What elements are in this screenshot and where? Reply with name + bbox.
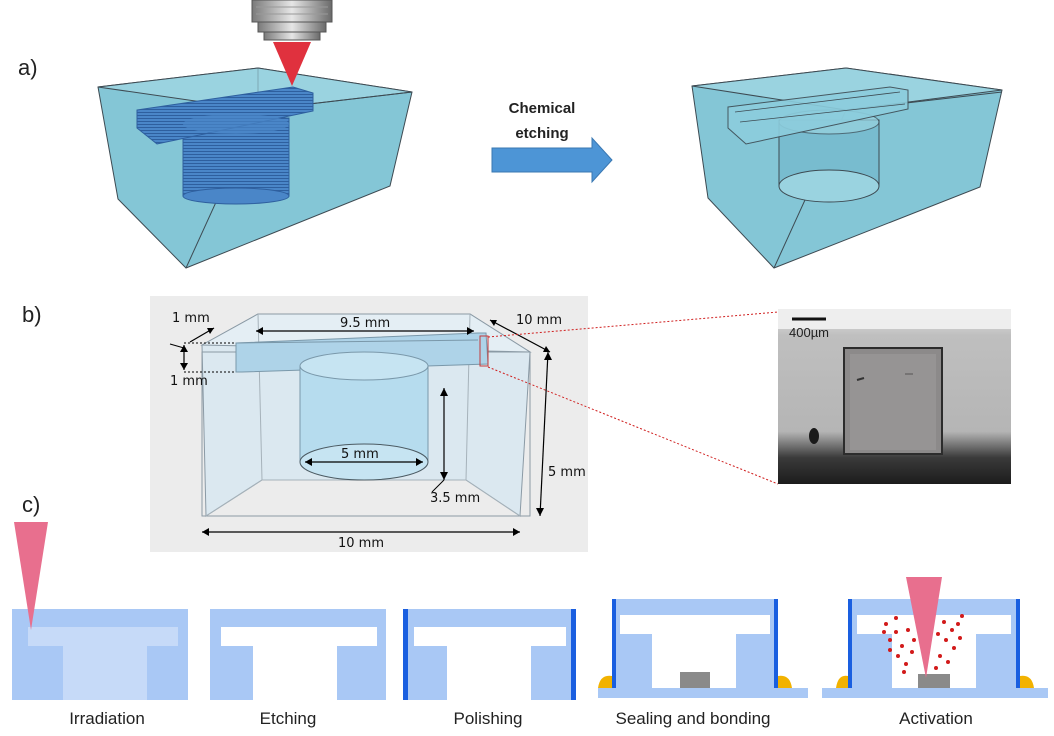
dimension-schematic	[169, 313, 552, 536]
step-etching-diagram	[210, 609, 386, 700]
panel-label-c: c)	[22, 492, 40, 517]
step-label-irradiation: Irradiation	[69, 709, 145, 728]
dim-cylinder-height: 3.5 mm	[430, 491, 480, 506]
step-label-etching: Etching	[260, 709, 317, 728]
laser-beam-icon	[14, 522, 48, 630]
ablated-particles-icon	[882, 614, 964, 674]
step-irradiation-diagram	[12, 522, 188, 700]
arrow-label-line1: Chemical	[509, 100, 576, 117]
objective-lens	[251, 0, 333, 41]
arrow-label-line2: etching	[515, 125, 568, 142]
dim-cylinder-diameter: 5 mm	[341, 447, 379, 462]
glass-block-irradiated	[97, 67, 413, 269]
micrograph-image	[778, 309, 1011, 484]
panel-label-a: a)	[18, 55, 38, 80]
zoom-line-top	[487, 311, 779, 338]
step-sealing-diagram	[598, 599, 808, 698]
panel-label-b: b)	[22, 302, 42, 327]
dim-depth: 10 mm	[516, 313, 562, 328]
process-arrow-icon	[491, 136, 613, 184]
zoom-line-bottom	[487, 366, 779, 485]
scale-bar-label: 400µm	[789, 325, 829, 340]
dim-channel-length: 9.5 mm	[340, 316, 390, 331]
glass-block-etched	[691, 67, 1003, 269]
dim-channel-width-top: 1 mm	[172, 311, 210, 326]
step-label-sealing: Sealing and bonding	[615, 709, 770, 728]
step-polishing-diagram	[403, 609, 576, 700]
step-label-activation: Activation	[899, 709, 973, 728]
dim-width: 10 mm	[338, 536, 384, 551]
dim-channel-height: 1 mm	[170, 374, 208, 389]
laser-beam-icon	[273, 42, 311, 86]
step-label-polishing: Polishing	[454, 709, 523, 728]
dim-height: 5 mm	[548, 465, 586, 480]
laser-beam-icon	[906, 577, 942, 678]
step-activation-diagram	[822, 577, 1048, 698]
